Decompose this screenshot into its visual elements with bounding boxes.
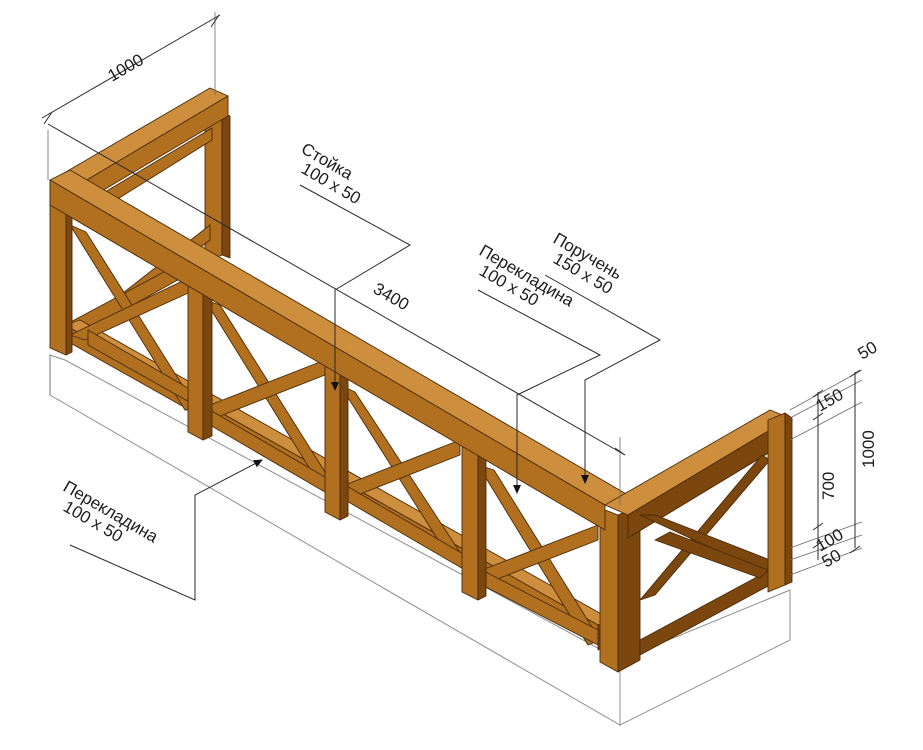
wooden-railing <box>49 87 793 673</box>
front-infill <box>69 224 601 646</box>
balcony-slab <box>49 354 791 726</box>
front-handrail <box>49 169 629 531</box>
total-height-dimension: 1000 <box>859 430 878 468</box>
right-return-section <box>604 409 793 656</box>
left-return-section <box>51 87 231 341</box>
length-dimension: 3400 <box>370 279 412 314</box>
handrail-width-dimension: 50 <box>855 338 881 364</box>
depth-dimension: 1000 <box>105 50 147 85</box>
infill-dimension: 700 <box>819 472 838 500</box>
leader-lines <box>69 184 662 601</box>
